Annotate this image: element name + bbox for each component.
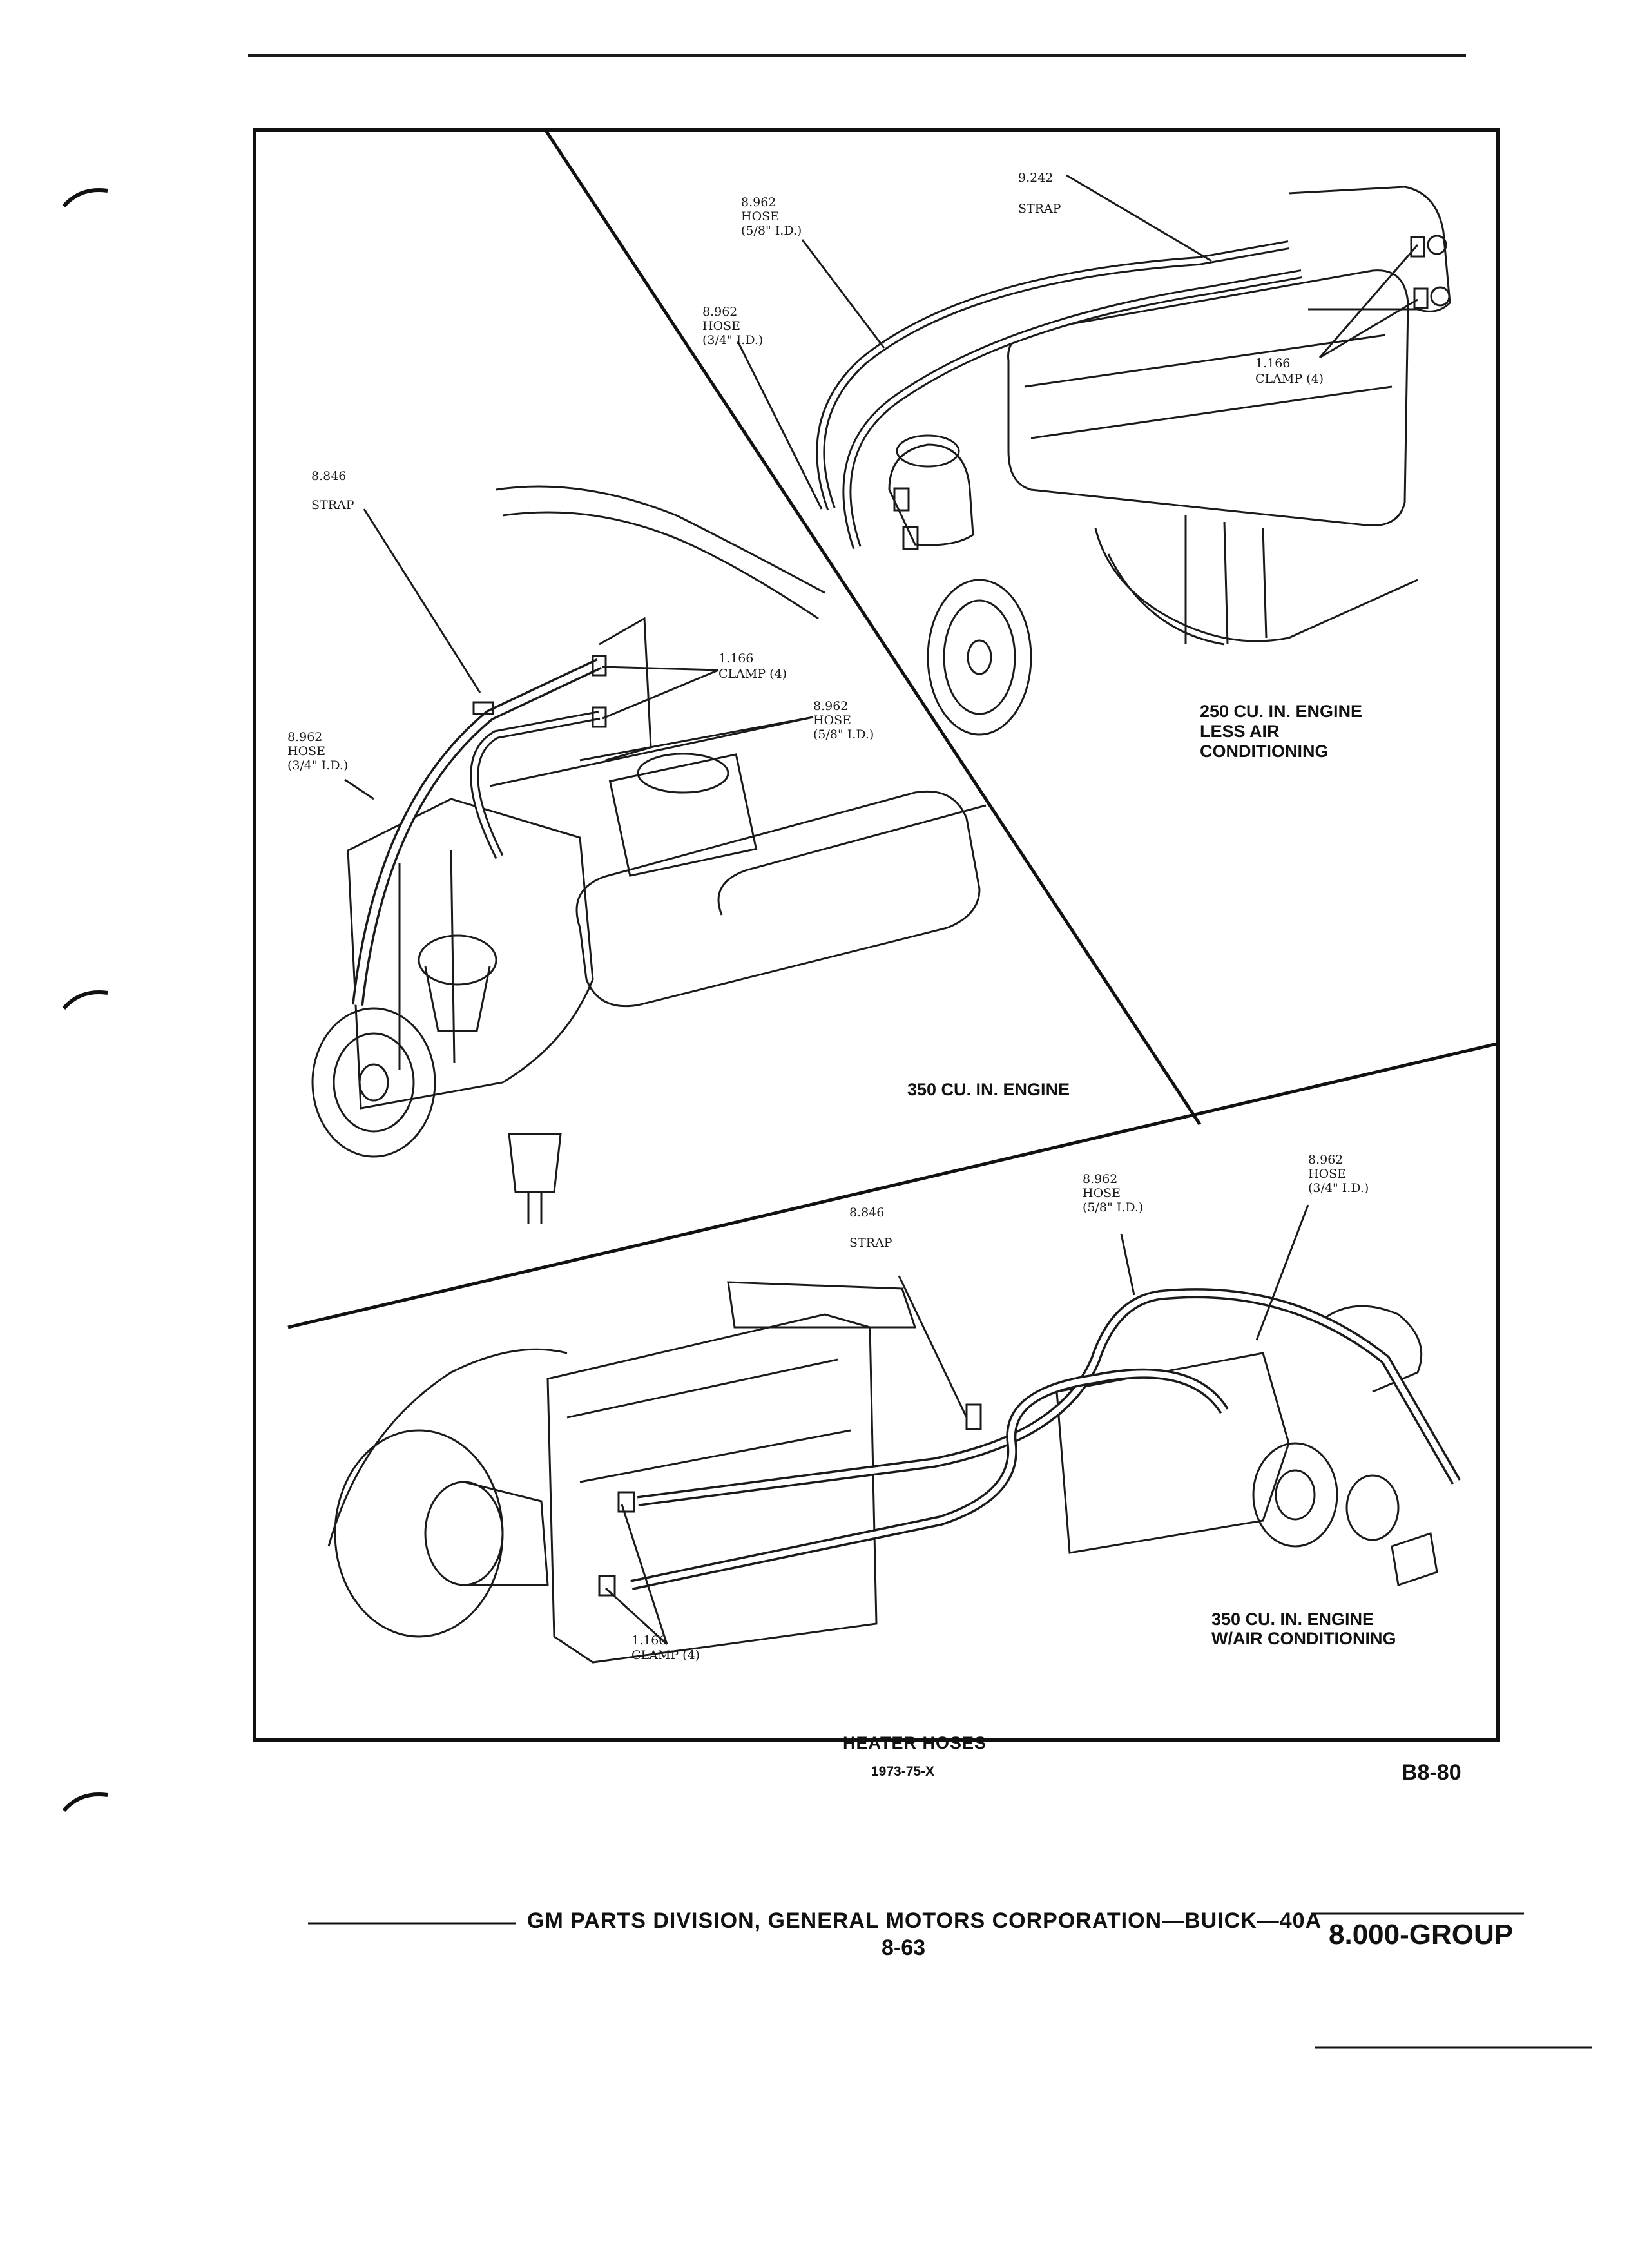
b-clamp-code: 1.166 bbox=[631, 1633, 666, 1648]
tr-hose34-name: HOSE bbox=[702, 319, 740, 333]
b-hose34-code: 8.962 bbox=[1308, 1153, 1343, 1167]
b-hose34-name: HOSE bbox=[1308, 1167, 1346, 1181]
b-clamp-name: CLAMP (4) bbox=[631, 1648, 700, 1662]
tl-strap-code: 8.846 bbox=[311, 469, 346, 483]
tl-hose58-name: HOSE bbox=[813, 713, 851, 727]
figure-id: B8-80 bbox=[1402, 1760, 1461, 1785]
caption-engine-350ac-l1: 350 CU. IN. ENGINE bbox=[1211, 1610, 1374, 1629]
b-strap-code: 8.846 bbox=[849, 1206, 884, 1220]
caption-engine-250-l2: LESS AIR bbox=[1200, 722, 1280, 741]
tr-strap-code: 9.242 bbox=[1018, 171, 1053, 185]
binder-mark-1 bbox=[62, 188, 108, 208]
tl-clamp-code: 1.166 bbox=[718, 651, 753, 666]
b-strap-name: STRAP bbox=[849, 1236, 892, 1250]
caption-engine-350: 350 CU. IN. ENGINE bbox=[907, 1080, 1070, 1099]
caption-engine-350ac-l2: W/AIR CONDITIONING bbox=[1211, 1629, 1396, 1648]
tl-hose34-size: (3/4" I.D.) bbox=[287, 758, 348, 773]
caption-engine-250-l1: 250 CU. IN. ENGINE bbox=[1200, 702, 1362, 721]
tl-strap-name: STRAP bbox=[311, 498, 354, 512]
b-hose58-size: (5/8" I.D.) bbox=[1083, 1200, 1143, 1215]
tr-hose34-size: (3/4" I.D.) bbox=[702, 333, 763, 347]
engine-350-ac-illustration bbox=[327, 1281, 1461, 1664]
tl-hose58-size: (5/8" I.D.) bbox=[813, 727, 874, 742]
page-number: 8-63 bbox=[882, 1936, 926, 1960]
diagram-frame bbox=[253, 128, 1500, 1742]
caption-engine-250-l3: CONDITIONING bbox=[1200, 742, 1329, 761]
top-rule bbox=[248, 54, 1466, 57]
tr-hose58-name: HOSE bbox=[741, 209, 779, 224]
tr-strap-name: STRAP bbox=[1018, 202, 1061, 216]
footer-text: GM PARTS DIVISION, GENERAL MOTORS CORPOR… bbox=[527, 1908, 1322, 1933]
b-hose58-name: HOSE bbox=[1083, 1186, 1121, 1200]
divider-diagonal bbox=[545, 130, 1202, 1126]
group-label: 8.000-GROUP bbox=[1329, 1919, 1514, 1950]
engine-250-illustration bbox=[816, 186, 1451, 736]
leader-lines bbox=[344, 174, 1419, 1646]
divider-lower bbox=[287, 1042, 1498, 1329]
figure-title: HEATER HOSES bbox=[843, 1733, 987, 1753]
figure-subtitle: 1973-75-X bbox=[871, 1764, 935, 1779]
tl-hose58-code: 8.962 bbox=[813, 699, 848, 713]
tl-hose34-name: HOSE bbox=[287, 744, 325, 758]
tl-hose34-code: 8.962 bbox=[287, 730, 322, 744]
b-hose58-code: 8.962 bbox=[1083, 1172, 1117, 1186]
binder-mark-2 bbox=[62, 990, 108, 1010]
tr-hose34-code: 8.962 bbox=[702, 305, 737, 319]
binder-mark-3 bbox=[62, 1792, 108, 1812]
b-hose34-size: (3/4" I.D.) bbox=[1308, 1181, 1369, 1195]
tr-hose58-code: 8.962 bbox=[741, 195, 776, 209]
tr-hose58-size: (5/8" I.D.) bbox=[741, 224, 802, 238]
tr-clamp-name: CLAMP (4) bbox=[1255, 372, 1324, 386]
engine-350-illustration bbox=[311, 485, 987, 1224]
tr-clamp-code: 1.166 bbox=[1255, 356, 1290, 370]
tl-clamp-name: CLAMP (4) bbox=[718, 667, 787, 681]
